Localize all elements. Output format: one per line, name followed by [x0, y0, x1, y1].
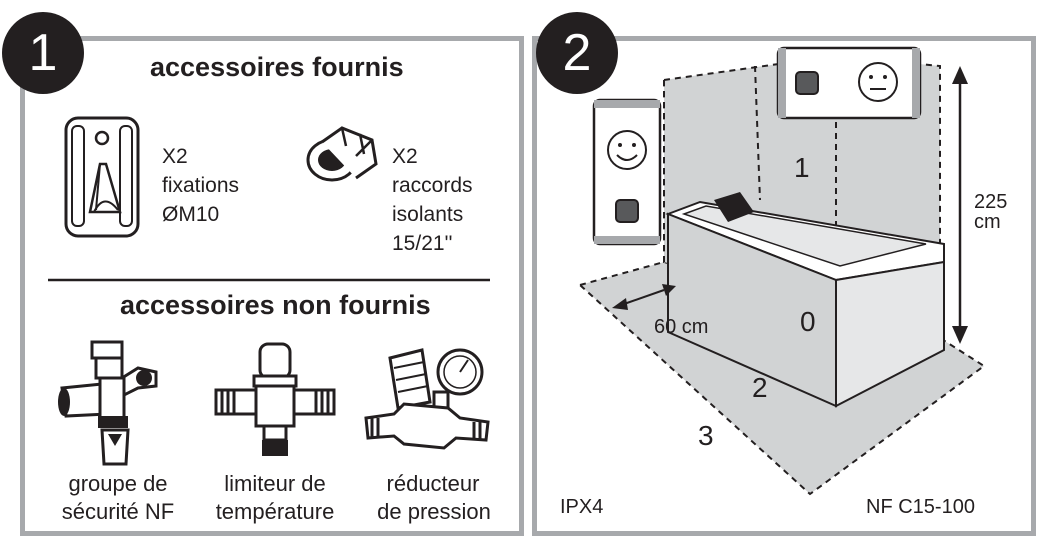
- wall-fixation-icon: [64, 116, 140, 238]
- height-value: 225: [974, 191, 1008, 213]
- fixations-label: fixations: [162, 174, 240, 197]
- section-divider: [48, 278, 490, 282]
- height-dimension-arrow: [952, 66, 968, 344]
- pressure-reducer-label-line2: de pression: [377, 499, 491, 524]
- zone-0-label: 0: [800, 306, 816, 337]
- protection-index-label: IPX4: [560, 496, 604, 518]
- temperature-limiter-icon: [214, 342, 336, 456]
- raccords-label: raccords: [392, 174, 473, 197]
- bathtub-shape: [665, 192, 945, 408]
- bathroom-zones-diagram: [577, 46, 986, 496]
- temperature-limiter-label-line2: température: [215, 499, 335, 524]
- step-badge-1: 1: [2, 12, 84, 94]
- distance-dimension-arrow: [612, 284, 676, 310]
- pressure-reducer-label-line1: réducteur: [386, 471, 480, 496]
- height-unit: cm: [974, 211, 1001, 233]
- temperature-limiter-label-line1: limiteur de: [224, 471, 326, 496]
- step-badge-2: 2: [536, 12, 618, 94]
- zone-3-label: 3: [698, 420, 714, 451]
- insulating-fitting-icon: [306, 126, 378, 182]
- safety-group-label-line1: groupe de: [68, 471, 168, 496]
- pressure-reducer-icon: [364, 348, 490, 450]
- safety-group-icon: [58, 340, 158, 466]
- raccords-type: isolants: [392, 203, 464, 226]
- title-not-supplied-accessories: accessoires non fournis: [120, 290, 431, 320]
- distance-label: 60 cm: [654, 316, 709, 338]
- safety-group-label-line2: sécurité NF: [61, 499, 175, 524]
- fixations-quantity: X2: [162, 145, 188, 168]
- raccords-quantity: X2: [392, 145, 418, 168]
- vertical-water-heater-icon: [592, 98, 662, 246]
- zone-2-label: 2: [752, 372, 768, 403]
- title-supplied-accessories: accessoires fournis: [150, 52, 404, 82]
- raccords-size: 15/21'': [392, 232, 453, 255]
- zone-1-label: 1: [794, 152, 810, 183]
- norm-label: NF C15-100: [866, 496, 975, 518]
- fixations-size: ØM10: [162, 203, 220, 226]
- horizontal-water-heater-icon: [776, 46, 922, 120]
- bath-pillow-icon: [714, 192, 754, 222]
